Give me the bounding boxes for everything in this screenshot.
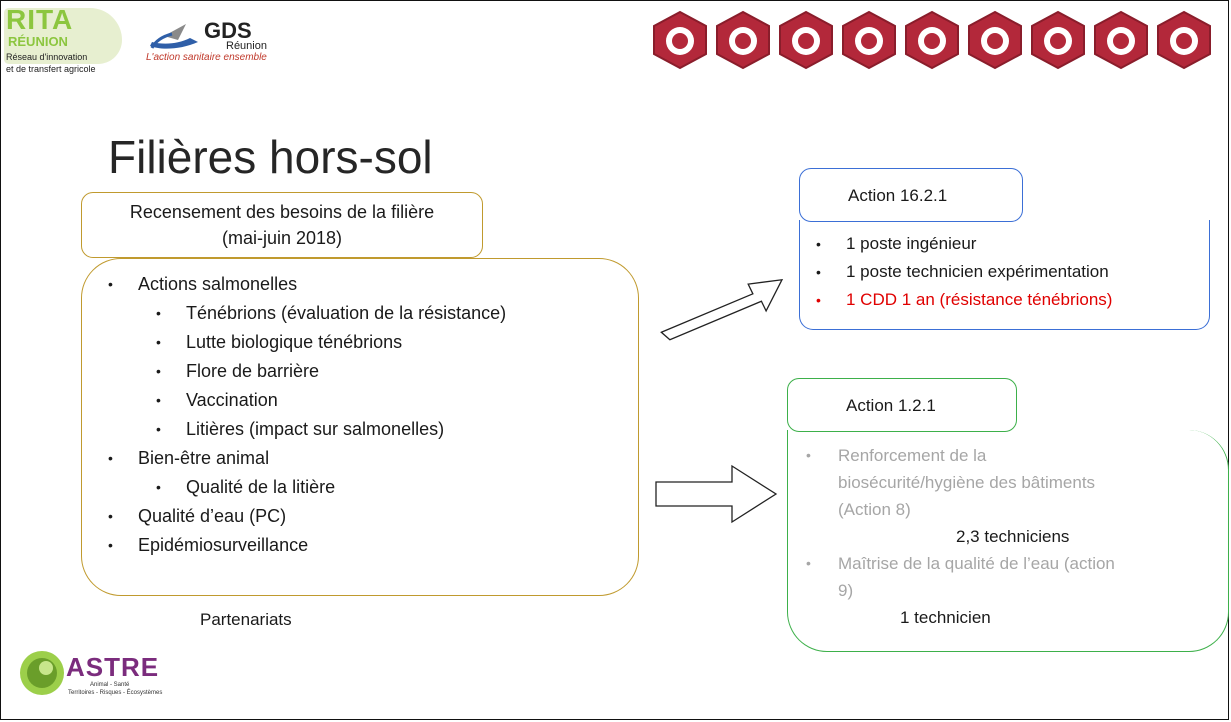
list-item-text: Actions salmonelles bbox=[138, 274, 298, 294]
action-16-heading: Action 16.2.1 bbox=[799, 168, 1023, 222]
action-1-item1-line: (Action 8) bbox=[838, 500, 911, 519]
list-item: • Renforcement de la biosécurité/hygiène… bbox=[806, 442, 1115, 523]
cow-icon bbox=[652, 10, 708, 70]
action-16-box bbox=[799, 220, 1210, 330]
list-item-text: Vaccination bbox=[186, 390, 278, 410]
list-item: • Actions salmonelles bbox=[108, 270, 506, 299]
bullet: • bbox=[156, 363, 161, 379]
astre-globe-icon bbox=[20, 651, 64, 695]
astre-logo-sub2: Territoires - Risques - Écosystèmes bbox=[68, 690, 163, 696]
list-item: • Qualité de la litière bbox=[108, 473, 506, 502]
deer-icon bbox=[1156, 10, 1212, 70]
arrow-to-action-16-icon bbox=[660, 278, 784, 341]
bullet: • bbox=[156, 479, 161, 495]
astre-logo: ASTRE Animal - Santé Territoires - Risqu… bbox=[18, 646, 168, 706]
list-item-text: Qualité d’eau (PC) bbox=[138, 506, 287, 526]
animal-icons-row bbox=[652, 10, 1222, 70]
bullet: • bbox=[816, 292, 821, 308]
action-1-item2-count: 1 technicien bbox=[900, 608, 991, 627]
list-item-text: Litières (impact sur salmonelles) bbox=[186, 419, 445, 439]
action-1-item2-line: Maîtrise de la qualité de l’eau (action bbox=[838, 554, 1115, 573]
bullet: • bbox=[108, 450, 113, 466]
action-1-item1-line: biosécurité/hygiène des bâtiments bbox=[838, 473, 1096, 492]
astre-logo-sub1: Animal - Santé bbox=[90, 682, 130, 688]
gds-logo: GDS Réunion L'action sanitaire ensemble bbox=[146, 18, 306, 68]
arrow-to-action-1-icon bbox=[655, 464, 778, 524]
bullet: • bbox=[156, 421, 161, 437]
list-item: • Bien-être animal bbox=[108, 444, 506, 473]
gds-logo-tagline: L'action sanitaire ensemble bbox=[146, 52, 267, 63]
list-item: • 1 poste ingénieur bbox=[816, 230, 1112, 258]
bullet: • bbox=[108, 508, 113, 524]
list-item-text: Flore de barrière bbox=[186, 361, 320, 381]
rita-logo-shape bbox=[4, 8, 122, 64]
chicken-icon bbox=[967, 10, 1023, 70]
gds-logo-title: GDS bbox=[204, 18, 252, 43]
list-item-text: 1 poste technicien expérimentation bbox=[846, 262, 1109, 281]
action-1-heading: Action 1.2.1 bbox=[787, 378, 1017, 432]
rita-logo-word: RITA bbox=[6, 4, 74, 35]
list-item: • 1 CDD 1 an (résistance ténébrions) bbox=[816, 286, 1112, 314]
needs-list: • Actions salmonelles • Ténébrions (évaluat… bbox=[108, 270, 506, 560]
list-item: • Maîtrise de la qualité de l’eau (actio… bbox=[806, 550, 1115, 604]
bullet: • bbox=[156, 334, 161, 350]
bullet: • bbox=[108, 276, 113, 292]
list-item-text: Qualité de la litière bbox=[186, 477, 336, 497]
bullet: • bbox=[108, 537, 113, 553]
bullet: • bbox=[816, 236, 821, 252]
needs-heading-line2: (mai-juin 2018) bbox=[221, 228, 343, 248]
rabbit-icon bbox=[841, 10, 897, 70]
list-item: • Ténébrions (évaluation de la résistance… bbox=[108, 299, 506, 328]
bullet: • bbox=[806, 555, 811, 571]
rita-logo-line2: et de transfert agricole bbox=[6, 64, 96, 74]
partenariats-label: Partenariats bbox=[200, 610, 292, 629]
action-1-item1-line: Renforcement de la bbox=[838, 446, 987, 465]
gds-logo-region: Réunion bbox=[226, 40, 267, 52]
list-item-text: 1 CDD 1 an (résistance ténébrions) bbox=[846, 290, 1113, 309]
list-item: • Flore de barrière bbox=[108, 357, 506, 386]
action-1-item1-count: 2,3 techniciens bbox=[956, 527, 1070, 546]
list-item-text: Epidémiosurveillance bbox=[138, 535, 309, 555]
list-item: • 1 poste technicien expérimentation bbox=[816, 258, 1112, 286]
pig-icon bbox=[778, 10, 834, 70]
bee-icon bbox=[1093, 10, 1149, 70]
rita-logo: RITA RÉUNION Réseau d'innovation et de t… bbox=[4, 4, 124, 76]
needs-heading-line1: Recensement des besoins de la filière bbox=[129, 202, 435, 222]
action-1-list: • Renforcement de la biosécurité/hygiène… bbox=[806, 442, 1115, 631]
list-item-text: 1 poste ingénieur bbox=[846, 234, 977, 253]
action-1-box bbox=[787, 430, 1229, 652]
gds-swoosh-icon bbox=[150, 24, 198, 49]
list-item-text: Ténébrions (évaluation de la résistance) bbox=[186, 303, 507, 323]
bullet: • bbox=[156, 305, 161, 321]
rita-logo-region: RÉUNION bbox=[8, 34, 68, 49]
list-item: • Litières (impact sur salmonelles) bbox=[108, 415, 506, 444]
needs-heading-box: Recensement des besoins de la filière (m… bbox=[81, 192, 483, 258]
bullet: • bbox=[806, 447, 811, 463]
goat-icon bbox=[715, 10, 771, 70]
list-item: • Epidémiosurveillance bbox=[108, 531, 506, 560]
list-item-text: Bien-être animal bbox=[138, 448, 270, 468]
action-1-item2-line: 9) bbox=[838, 581, 854, 600]
action-16-list: • 1 poste ingénieur • 1 poste technicien ex… bbox=[816, 230, 1112, 314]
needs-box bbox=[81, 258, 639, 596]
horse-icon bbox=[1030, 10, 1086, 70]
astre-logo-word: ASTRE bbox=[66, 652, 160, 682]
page-title: Filières hors-sol bbox=[108, 131, 433, 183]
list-item-text: Lutte biologique ténébrions bbox=[186, 332, 403, 352]
sheep-icon bbox=[904, 10, 960, 70]
bullet: • bbox=[156, 392, 161, 408]
rita-logo-line1: Réseau d'innovation bbox=[6, 52, 88, 62]
list-item: • Vaccination bbox=[108, 386, 506, 415]
list-item: • Lutte biologique ténébrions bbox=[108, 328, 506, 357]
bullet: • bbox=[816, 264, 821, 280]
list-item: • Qualité d’eau (PC) bbox=[108, 502, 506, 531]
